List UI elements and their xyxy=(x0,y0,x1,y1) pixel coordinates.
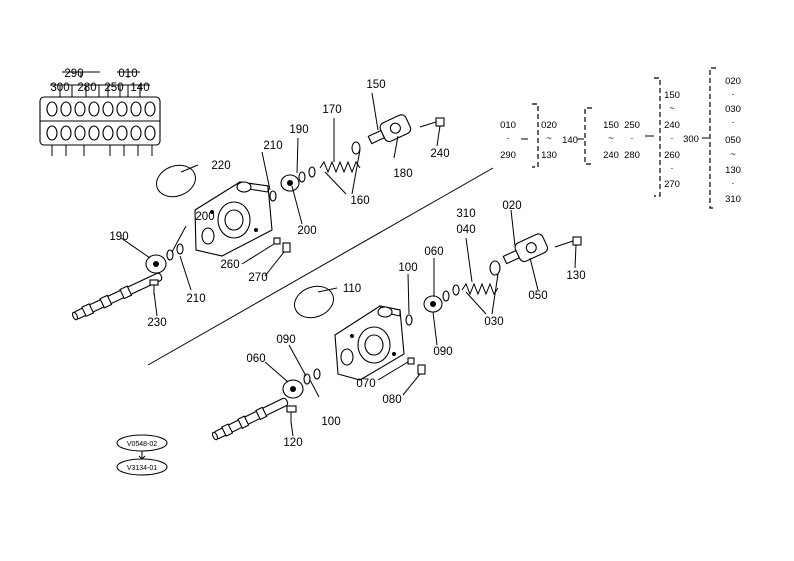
label-200: 200 xyxy=(195,211,214,223)
thumbnail-cell xyxy=(144,125,156,141)
section-divider xyxy=(147,167,494,366)
label-060: 060 xyxy=(246,353,265,365)
thumbnail-cell xyxy=(102,125,114,141)
label-230: 230 xyxy=(147,317,166,329)
tree-250: 250 xyxy=(624,120,640,131)
label-220: 220 xyxy=(211,160,230,172)
thumbnail-cell xyxy=(60,125,72,141)
tree-260: 260 xyxy=(664,150,680,161)
label-060: 060 xyxy=(424,246,443,258)
label-010: 010 xyxy=(118,68,137,80)
thumbnail-cell xyxy=(130,101,142,117)
tree-130: 130 xyxy=(541,150,557,161)
label-200: 200 xyxy=(297,225,316,237)
thumbnail-cell xyxy=(46,125,58,141)
tree-300: 300 xyxy=(683,134,699,145)
tree-030: 030 xyxy=(725,104,741,115)
lower-spool xyxy=(211,397,289,441)
thumbnail-cell xyxy=(74,125,86,141)
label-190: 190 xyxy=(289,124,308,136)
label-270: 270 xyxy=(248,272,267,284)
tree-tilde: ~ xyxy=(730,149,736,160)
tree-240: 240 xyxy=(664,120,680,131)
tree-dot: · xyxy=(731,89,734,100)
tree-dot: · xyxy=(670,163,673,174)
label-130: 130 xyxy=(566,270,585,282)
label-040: 040 xyxy=(456,224,475,236)
label-150: 150 xyxy=(366,79,385,91)
label-100: 100 xyxy=(321,416,340,428)
tree-130: 130 xyxy=(725,165,741,176)
label-300: 300 xyxy=(50,82,69,94)
label-070: 070 xyxy=(356,378,375,390)
lower-valve-section xyxy=(211,209,582,441)
revision-codes xyxy=(116,434,168,476)
label-180: 180 xyxy=(393,168,412,180)
label-110: 110 xyxy=(343,283,361,295)
label-020: 020 xyxy=(502,200,521,212)
tree-290: 290 xyxy=(500,150,516,161)
tree-dot: · xyxy=(731,117,734,128)
label-030: 030 xyxy=(484,316,503,328)
thumbnail-cell xyxy=(60,101,72,117)
label-050: 050 xyxy=(528,290,547,302)
tree-020: 020 xyxy=(725,76,741,87)
tree-dot: · xyxy=(670,133,673,144)
tree-tilde: ~ xyxy=(669,103,675,114)
thumbnail-cell xyxy=(116,125,128,141)
valve-assembly-thumbnail xyxy=(39,71,161,156)
tree-dot: · xyxy=(630,133,633,144)
label-140: 140 xyxy=(130,82,149,94)
label-310: 310 xyxy=(456,208,475,220)
tree-270: 270 xyxy=(664,179,680,190)
tree-tilde: ~ xyxy=(608,133,614,144)
revision-code: V3134-01 xyxy=(127,465,157,472)
tree-tilde: ~ xyxy=(546,133,552,144)
tree-280: 280 xyxy=(624,150,640,161)
tree-140: 140 xyxy=(562,135,578,146)
label-170: 170 xyxy=(322,104,341,116)
label-280: 280 xyxy=(77,82,96,94)
tree-010: 010 xyxy=(500,120,516,131)
thumbnail-cell xyxy=(88,101,100,117)
label-090: 090 xyxy=(433,346,452,358)
label-160: 160 xyxy=(350,195,369,207)
label-250: 250 xyxy=(104,82,123,94)
thumbnail-cell xyxy=(130,125,142,141)
label-090: 090 xyxy=(276,334,295,346)
thumbnail-cell xyxy=(88,125,100,141)
label-120: 120 xyxy=(283,437,302,449)
label-080: 080 xyxy=(382,394,401,406)
thumbnail-cell xyxy=(74,101,86,117)
tree-dot: · xyxy=(731,178,734,189)
label-190: 190 xyxy=(109,231,128,243)
parts-group-tree xyxy=(521,67,716,209)
tree-dot: · xyxy=(506,133,509,144)
thumbnail-cell xyxy=(102,101,114,117)
thumbnail-cell xyxy=(116,101,128,117)
label-290: 290 xyxy=(64,68,83,80)
label-260: 260 xyxy=(220,259,239,271)
revision-code: V0548-02 xyxy=(127,441,157,448)
label-210: 210 xyxy=(186,293,205,305)
thumbnail-cell xyxy=(46,101,58,117)
upper-spool xyxy=(71,272,163,321)
upper-valve-section xyxy=(71,92,445,321)
thumbnail-cell xyxy=(144,101,156,117)
tree-150: 150 xyxy=(664,90,680,101)
label-210: 210 xyxy=(263,140,282,152)
label-100: 100 xyxy=(398,262,417,274)
tree-240: 240 xyxy=(603,150,619,161)
tree-310: 310 xyxy=(725,194,741,205)
tree-050: 050 xyxy=(725,135,741,146)
label-240: 240 xyxy=(430,148,449,160)
tree-020: 020 xyxy=(541,120,557,131)
tree-150: 150 xyxy=(603,120,619,131)
